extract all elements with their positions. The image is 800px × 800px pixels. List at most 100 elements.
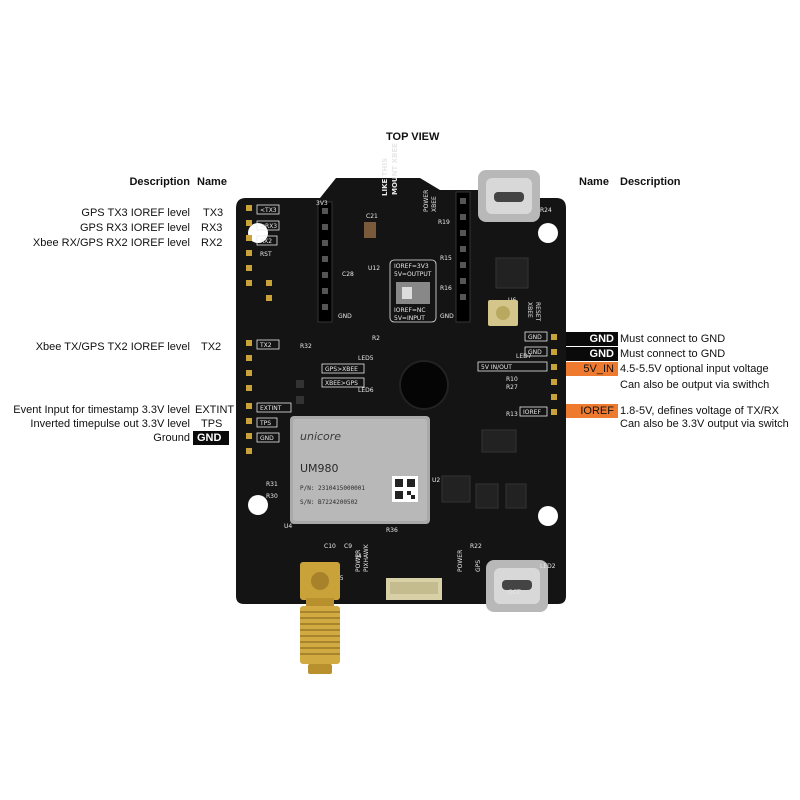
right-header-pads (551, 334, 557, 415)
xbee-headers (317, 191, 471, 323)
svg-text:GCT: GCT (508, 589, 521, 596)
usb-c-top (478, 170, 540, 222)
svg-text:R32: R32 (300, 343, 312, 350)
svg-text:5V=INPUT: 5V=INPUT (394, 315, 425, 322)
right-pin-description-secondary: Can also be output via swithch (620, 379, 770, 391)
svg-text:LIKE THIS: LIKE THIS (381, 158, 389, 196)
svg-text:GND: GND (440, 313, 454, 320)
pixhawk-connector (386, 578, 442, 600)
usb-c-bottom (486, 560, 548, 612)
left-pin-name: EXTINT (195, 404, 235, 416)
svg-text:C10: C10 (324, 543, 336, 550)
svg-text:GPS: GPS (475, 560, 482, 572)
svg-text:R27: R27 (506, 384, 518, 391)
svg-text:EXTINT: EXTINT (260, 405, 282, 412)
svg-text:R19: R19 (438, 219, 450, 226)
svg-text:R10: R10 (506, 376, 518, 383)
left-pin-description: Xbee TX/GPS TX2 IOREF level (35, 341, 190, 353)
svg-text:<TX3: <TX3 (260, 207, 277, 214)
right-pin-name-5v-tag: 5V_IN (566, 362, 618, 376)
reset-button (488, 300, 518, 326)
right-pin-description: Must connect to GND (620, 348, 726, 360)
svg-text:GND: GND (260, 435, 274, 442)
svg-text:RESET: RESET (534, 302, 541, 322)
mounting-hole (538, 223, 558, 243)
svg-text:C21: C21 (366, 213, 378, 220)
svg-text:GPS>XBEE: GPS>XBEE (325, 366, 358, 373)
sma-antenna-connector (300, 562, 340, 674)
svg-text:TX2: TX2 (259, 342, 272, 349)
right-name-header: Name (579, 176, 609, 188)
left-pin-description: GPS TX3 IOREF level (81, 207, 190, 219)
svg-text:LED5: LED5 (358, 355, 374, 362)
left-silk-labels: <TX3 <RX3 RX2 RST TX2 EXTINT TPS GND (256, 204, 292, 443)
svg-text:R36: R36 (386, 527, 398, 534)
svg-text:GND: GND (528, 334, 542, 341)
backup-battery (399, 360, 449, 410)
voltage-switch: IOREF=3V3 5V=OUTPUT IOREF=NC 5V=INPUT (389, 259, 437, 323)
svg-text:C9: C9 (344, 543, 352, 550)
left-pin-name-gnd-tag: GND (193, 431, 229, 445)
svg-text:unicore: unicore (300, 430, 341, 443)
right-pin-description-secondary: Can also be 3.3V output via switch (620, 418, 789, 430)
right-silk-labels: GND GND 5V IN/OUT IOREF (477, 331, 548, 417)
svg-text:P/N: 2310415000001: P/N: 2310415000001 (300, 485, 365, 492)
right-pin-description: 4.5-5.5V optional input voltage (620, 363, 769, 375)
svg-text:GND: GND (528, 349, 542, 356)
svg-text:R15: R15 (440, 255, 452, 262)
svg-text:RST: RST (260, 251, 272, 258)
svg-text:U2: U2 (432, 477, 440, 484)
left-pin-description: GPS RX3 IOREF level (79, 222, 190, 234)
svg-text:R13: R13 (506, 411, 518, 418)
left-pin-name: TX2 (201, 341, 222, 353)
svg-text:R2: R2 (372, 335, 380, 342)
svg-text:R22: R22 (470, 543, 482, 550)
svg-text:POWER: POWER (457, 550, 464, 572)
svg-text:LED6: LED6 (358, 387, 374, 394)
svg-text:S/N: B7224200502: S/N: B7224200502 (300, 499, 358, 506)
svg-text:POWER: POWER (355, 550, 362, 572)
svg-text:R31: R31 (266, 481, 278, 488)
gps-xbee-silk: GPS>XBEE XBEE>GPS (321, 363, 365, 388)
right-pin-name-ioref-tag: IOREF (566, 404, 618, 418)
svg-text:C28: C28 (342, 271, 354, 278)
right-description-header: Description (620, 176, 681, 188)
svg-text:POWER: POWER (423, 190, 430, 212)
svg-text:J4: J4 (355, 553, 362, 560)
page-title: TOP VIEW (386, 131, 440, 143)
svg-text:IOREF: IOREF (523, 409, 541, 416)
mounting-hole (248, 495, 268, 515)
svg-text:R24: R24 (540, 207, 552, 214)
svg-text:LED7: LED7 (516, 353, 532, 360)
svg-text:PIXHAWK: PIXHAWK (363, 543, 370, 572)
svg-text:5V IN/OUT: 5V IN/OUT (481, 364, 512, 371)
left-pin-description: Ground (153, 432, 190, 444)
right-pin-description: 1.8-5V, defines voltage of TX/RX (620, 405, 779, 417)
mounting-hole (538, 506, 558, 526)
svg-text:MOUNT XBEE: MOUNT XBEE (391, 143, 399, 195)
right-pin-name-gnd-tag: GND (566, 332, 618, 346)
svg-text:R16: R16 (440, 285, 452, 292)
left-pin-name: RX3 (201, 222, 223, 234)
svg-text:3V3: 3V3 (316, 200, 328, 207)
left-name-header: Name (197, 176, 227, 188)
left-pin-name: TX3 (203, 207, 224, 219)
svg-text:UM980: UM980 (300, 462, 339, 475)
left-pin-description: Event Input for timestamp 3.3V level (13, 404, 190, 416)
svg-text:RX2: RX2 (260, 238, 272, 245)
left-pin-description: Xbee RX/GPS RX2 IOREF level (32, 237, 190, 249)
svg-text:J5: J5 (337, 575, 344, 582)
svg-text:5V=OUTPUT: 5V=OUTPUT (394, 271, 432, 278)
svg-text:TPS: TPS (259, 420, 271, 427)
svg-text:XBEE: XBEE (526, 302, 533, 318)
right-pin-name-gnd-tag: GND (566, 347, 618, 361)
left-pin-name: RX2 (201, 237, 223, 249)
left-description-header: Description (129, 176, 190, 188)
um980-module: unicore UM980 P/N: 2310415000001 S/N: B7… (290, 416, 430, 524)
mounting-hole (248, 223, 268, 243)
svg-text:U4: U4 (284, 523, 292, 530)
svg-text:XBEE>GPS: XBEE>GPS (325, 380, 358, 387)
svg-text:GND: GND (338, 313, 352, 320)
svg-text:IOREF=NC: IOREF=NC (394, 307, 426, 314)
